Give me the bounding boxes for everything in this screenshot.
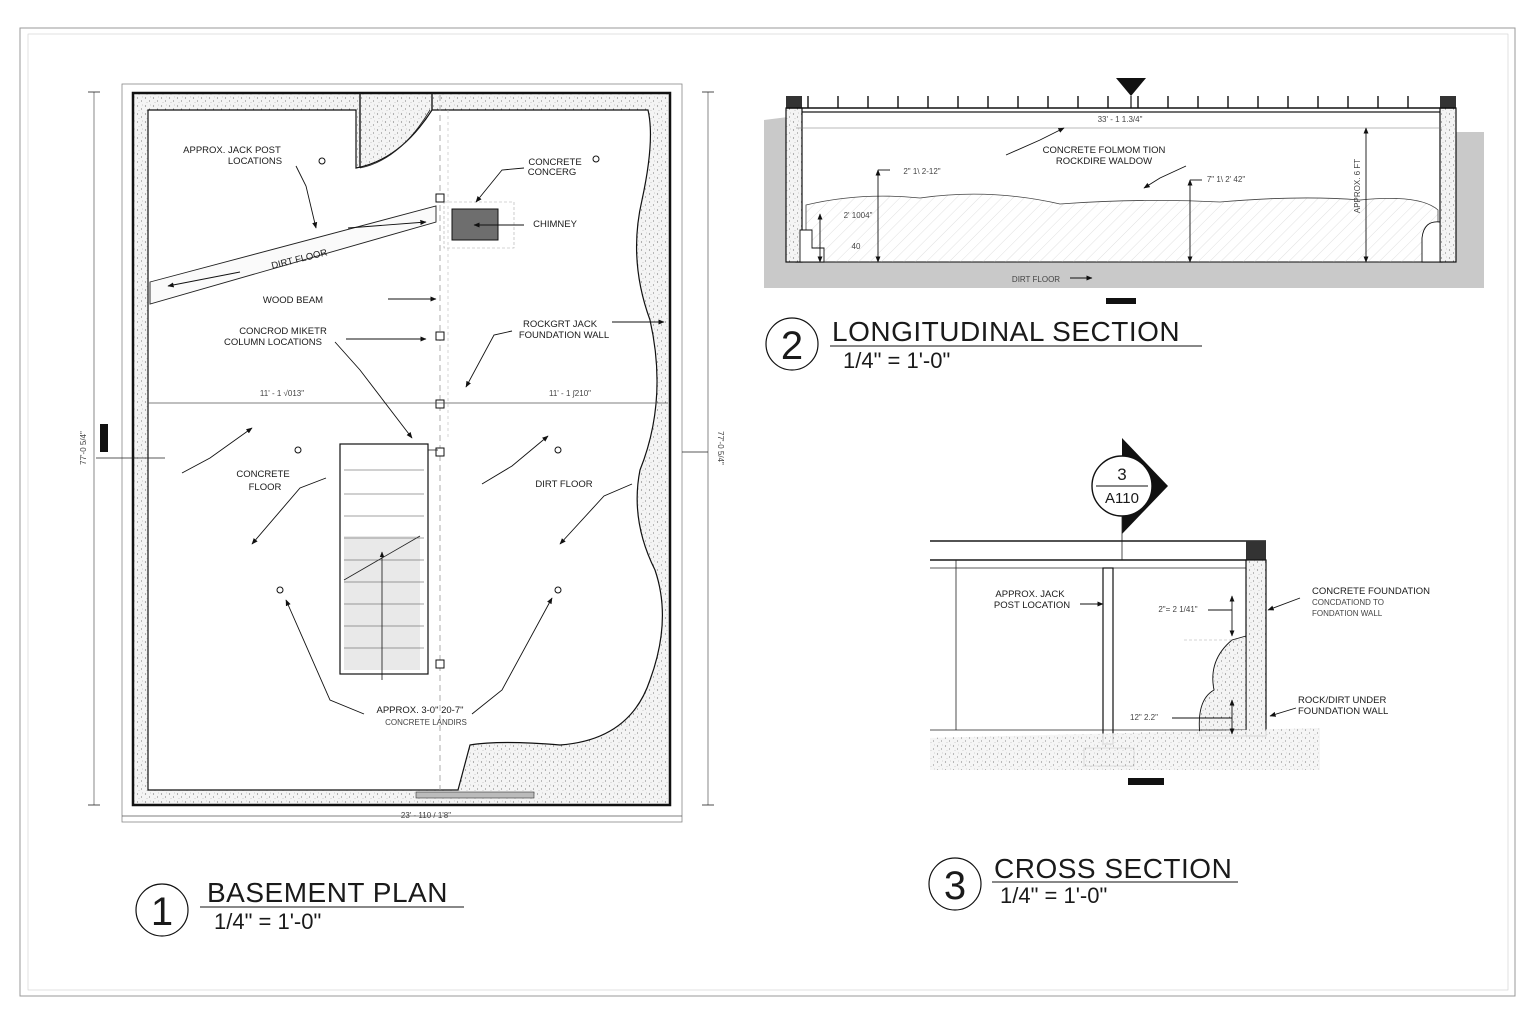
dirt-floor-band <box>149 205 437 305</box>
jack-post <box>592 155 600 163</box>
concrete-label-2: CONCERG <box>528 167 577 178</box>
long-foundation-label-2: ROCKDIRE WALDOW <box>1056 156 1152 167</box>
plan-title-block: 1 BASEMENT PLAN 1/4" = 1'-0" <box>135 877 464 937</box>
plan-scale: 1/4" = 1'-0" <box>214 909 321 934</box>
long-height-dimension: APPROX. 6 FT <box>1353 159 1362 213</box>
callout-number: 3 <box>1117 465 1126 484</box>
longitudinal-title: LONGITUDINAL SECTION <box>832 316 1180 347</box>
long-small-dimension: 2' 1004" <box>844 211 873 220</box>
longitudinal-section: 33' - 1 1.3/4" CONCRETE FOLMOM TION ROCK… <box>764 78 1484 304</box>
cross-jack-label-1: APPROX. JACK <box>995 589 1065 600</box>
chimney-label: CHIMNEY <box>533 219 577 230</box>
wood-beam-label: WOOD BEAM <box>263 295 323 306</box>
cross-number: 3 <box>944 864 966 908</box>
column-marker <box>435 447 445 457</box>
column-label-1: CONCROD MIKETR <box>239 326 327 337</box>
longitudinal-title-block: 2 LONGITUDINAL SECTION 1/4" = 1'-0" <box>765 316 1202 373</box>
cross-rock-label-2: FOUNDATION WALL <box>1298 706 1388 717</box>
long-left-dimension: 2" 1\ 2-12" <box>903 167 940 176</box>
cross-dimension-1: 2"= 2 1/41" <box>1158 605 1197 614</box>
rock-label-2: FOUNDATION WALL <box>519 330 609 341</box>
column-label-2: COLUMN LOCATIONS <box>224 337 322 348</box>
section-cut-marker-bottom <box>1106 298 1136 304</box>
right-half-dimension: 11' - 1 ∫210" <box>549 389 591 398</box>
jack-post <box>554 586 562 594</box>
jack-post <box>294 446 302 454</box>
stair <box>339 443 438 680</box>
concrete-label-1: CONCRETE <box>528 157 581 168</box>
jack-post-label-1: APPROX. JACK POST <box>183 145 281 156</box>
cross-title: CROSS SECTION <box>994 853 1232 884</box>
right-height-dimension: 77'-0 5/4" <box>716 431 725 465</box>
plan-number: 1 <box>151 890 173 934</box>
right-foundation-wall <box>1439 107 1457 263</box>
dirt-floor-fill <box>805 193 1439 263</box>
plan-title: BASEMENT PLAN <box>207 877 448 908</box>
rock-label-1: ROCKGRT JACK <box>523 319 598 330</box>
column-marker <box>435 193 445 203</box>
column-marker <box>435 659 445 669</box>
jack-post-column <box>1102 567 1114 745</box>
cross-scale: 1/4" = 1'-0" <box>1000 883 1107 908</box>
cross-title-block: 3 CROSS SECTION 1/4" = 1'-0" <box>928 853 1238 911</box>
basement-plan: APPROX. JACK POST LOCATIONS CONCRETE CON… <box>79 83 725 823</box>
dirt-floor-label: DIRT FLOOR <box>535 479 592 490</box>
long-foundation-label-1: CONCRETE FOLMOM TION <box>1043 145 1166 156</box>
door-sill <box>415 791 535 799</box>
jack-post <box>318 157 326 165</box>
sheet-border <box>19 27 1516 997</box>
left-half-dimension: 11' - 1 √013" <box>260 389 304 398</box>
longitudinal-scale: 1/4" = 1'-0" <box>843 348 950 373</box>
concrete-floor-label-2: FLOOR <box>249 482 282 493</box>
cross-ground <box>930 728 1320 770</box>
cross-foundation-label-3: FONDATION WALL <box>1312 609 1383 618</box>
sheet-inner-border <box>27 33 1509 991</box>
rock-dirt-mass <box>1198 635 1247 737</box>
section-cut-marker-top <box>1116 78 1146 96</box>
chimney <box>451 208 499 241</box>
overall-width-dimension: 23' - 110 / 1'8" <box>401 811 451 820</box>
cross-foundation-wall <box>1245 559 1267 737</box>
landing-label-1: APPROX. 3-0" 20-7" <box>376 705 463 716</box>
cross-dimension-2: 12" 2.2" <box>1130 713 1158 722</box>
long-dirt-floor-label: DIRT FLOOR <box>1012 275 1060 284</box>
long-top-dimension: 33' - 1 1.3/4" <box>1098 115 1143 124</box>
ground-mass <box>764 116 1484 288</box>
cross-foundation-label-1: CONCRETE FOUNDATION <box>1312 586 1430 597</box>
concrete-floor-label-1: CONCRETE <box>236 469 289 480</box>
longitudinal-number: 2 <box>781 324 803 368</box>
plan-outer-wall <box>121 83 683 823</box>
cross-jack-label-2: POST LOCATION <box>994 600 1070 611</box>
jack-post-label-2: LOCATIONS <box>228 156 282 167</box>
section-marker <box>100 424 108 452</box>
left-height-dimension: 77'-0 5/4" <box>79 431 88 465</box>
column-marker <box>435 399 445 409</box>
column-marker <box>435 331 445 341</box>
jack-post <box>276 586 284 594</box>
cross-section: 3 A110 APPROX. JACK POST LOCATION 2 <box>930 438 1430 785</box>
callout-sheet: A110 <box>1105 490 1139 507</box>
jack-post <box>554 446 562 454</box>
cross-foundation-label-2: CONCDATIOND TO <box>1312 598 1384 607</box>
cross-rock-label-1: ROCK/DIRT UNDER <box>1298 695 1386 706</box>
door-swing <box>359 109 431 169</box>
landing-label-2: CONCRETE LANDIRS <box>385 718 467 727</box>
long-tiny-dimension: 40 <box>852 242 861 251</box>
long-right-dimension: 7" 1\ 2' 42" <box>1207 175 1246 184</box>
